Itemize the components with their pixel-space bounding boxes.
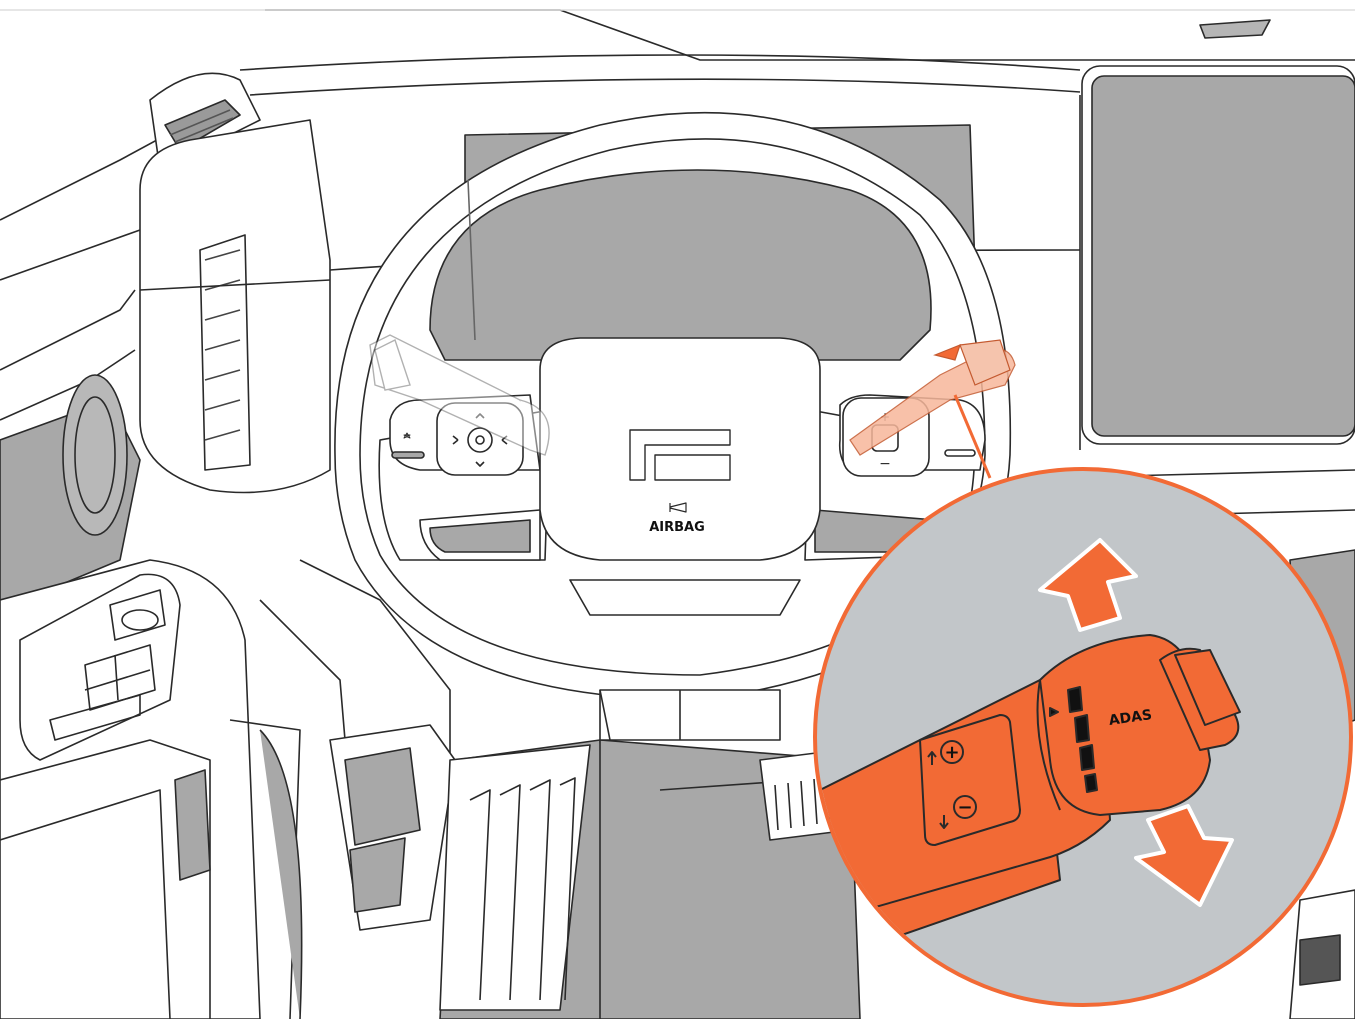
- wheel-minus-label: −: [879, 456, 891, 472]
- airbag-label: AIRBAG: [649, 520, 705, 535]
- increase-button-symbol: +: [944, 742, 959, 763]
- decrease-button-symbol: −: [957, 797, 972, 818]
